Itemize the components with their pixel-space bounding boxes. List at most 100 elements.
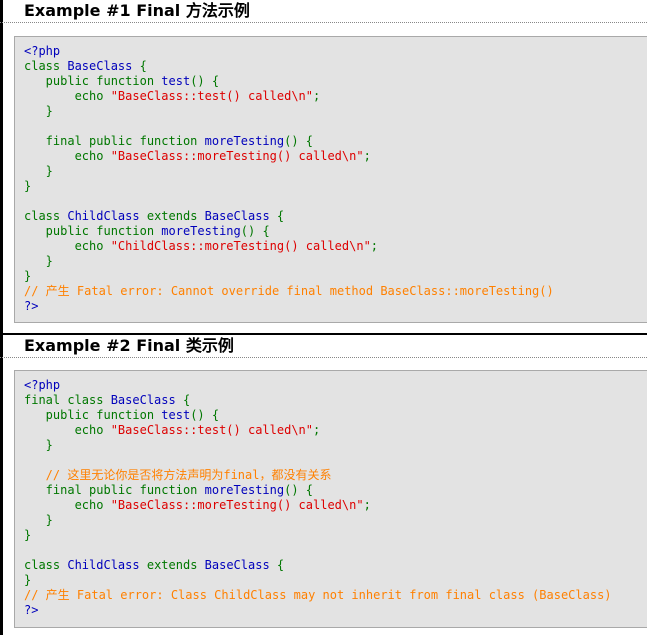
- code-token: moreTesting: [161, 224, 241, 238]
- code-line: // 产生 Fatal error: Cannot override final…: [24, 284, 554, 299]
- code-token: public function: [24, 224, 162, 238]
- code-token: <?php: [24, 378, 61, 392]
- code-token: ;: [313, 89, 321, 103]
- code-token: class: [24, 558, 68, 572]
- code-token: ?>: [24, 299, 39, 313]
- code-token: }: [24, 254, 53, 268]
- code-token: }: [24, 269, 32, 283]
- code-token: }: [24, 438, 53, 452]
- code-line: echo "BaseClass::moreTesting() called\n"…: [24, 149, 554, 164]
- example-header: Example #1 Final 方法示例: [0, 0, 647, 23]
- code-line: public function moreTesting() {: [24, 224, 554, 239]
- code-token: echo: [24, 89, 111, 103]
- code-line: // 这里无论你是否将方法声明为final，都没有关系: [24, 468, 612, 483]
- code-token: {: [139, 59, 147, 73]
- code-line: echo "BaseClass::moreTesting() called\n"…: [24, 498, 612, 513]
- code-token: test: [161, 74, 191, 88]
- code-line: }: [24, 513, 612, 528]
- code-line: final class BaseClass {: [24, 393, 612, 408]
- section-divider: [0, 333, 647, 335]
- code-line: ?>: [24, 299, 554, 314]
- code-token: ChildClass: [67, 209, 147, 223]
- code-token: }: [24, 104, 53, 118]
- example-header: Example #2 Final 类示例: [0, 335, 647, 358]
- code-token: ;: [370, 239, 379, 253]
- code-token: echo: [24, 239, 111, 253]
- code-token: () {: [190, 74, 220, 88]
- example-title: Example #2 Final 类示例: [24, 336, 234, 355]
- code-token: ;: [313, 423, 321, 437]
- code-token: "BaseClass::moreTesting() called\n": [110, 149, 364, 163]
- code-token: extends: [146, 209, 205, 223]
- code-line: }: [24, 573, 612, 588]
- code-token: // 这里无论你是否将方法声明为final，都没有关系: [24, 468, 332, 482]
- code-token: final public function: [24, 134, 205, 148]
- code-line: final public function moreTesting() {: [24, 134, 554, 149]
- code-token: () {: [190, 408, 220, 422]
- code-token: public function: [24, 74, 162, 88]
- code-line: echo "ChildClass::moreTesting() called\n…: [24, 239, 554, 254]
- code-token: () {: [284, 483, 314, 497]
- code-token: extends: [146, 558, 205, 572]
- code-token: }: [24, 164, 53, 178]
- example-title: Example #1 Final 方法示例: [24, 1, 250, 20]
- code-token: }: [24, 513, 53, 527]
- code-token: <?php: [24, 44, 61, 58]
- code-token: echo: [24, 149, 111, 163]
- code-token: "BaseClass::test() called\n": [110, 423, 313, 437]
- code-line: // 产生 Fatal error: Class ChildClass may …: [24, 588, 612, 603]
- code-token: echo: [24, 498, 111, 512]
- code-token: BaseClass: [67, 59, 140, 73]
- code-token: public function: [24, 408, 162, 422]
- code-line: [24, 453, 612, 468]
- code-token: () {: [284, 134, 314, 148]
- code-token: ;: [363, 149, 371, 163]
- code-token: }: [24, 573, 32, 587]
- code-token: // 产生 Fatal error: Cannot override final…: [24, 284, 554, 298]
- code-line: }: [24, 269, 554, 284]
- code-token: test: [161, 408, 191, 422]
- code-token: {: [276, 558, 285, 572]
- code-line: <?php: [24, 44, 554, 59]
- code-token: }: [24, 528, 32, 542]
- code-line: class BaseClass {: [24, 59, 554, 74]
- code-line: [24, 119, 554, 134]
- code-token: echo: [24, 423, 111, 437]
- code-line: }: [24, 164, 554, 179]
- code-token: final public function: [24, 483, 205, 497]
- code-token: {: [182, 393, 191, 407]
- code-line: }: [24, 254, 554, 269]
- code-token: class: [24, 59, 68, 73]
- code-line: }: [24, 528, 612, 543]
- code-line: echo "BaseClass::test() called\n";: [24, 89, 554, 104]
- code-token: moreTesting: [204, 483, 285, 497]
- code-token: BaseClass: [110, 393, 183, 407]
- code-token: "BaseClass::test() called\n": [110, 89, 313, 103]
- code-line: ?>: [24, 603, 612, 618]
- code-line: [24, 543, 612, 558]
- code-line: final public function moreTesting() {: [24, 483, 612, 498]
- code-line: }: [24, 179, 554, 194]
- code-token: ChildClass: [67, 558, 147, 572]
- code-token: BaseClass: [204, 209, 277, 223]
- left-border: [0, 0, 3, 333]
- code-line: class ChildClass extends BaseClass {: [24, 558, 612, 573]
- code-token: moreTesting: [204, 134, 285, 148]
- code-line: public function test() {: [24, 408, 612, 423]
- code-token: ;: [363, 498, 371, 512]
- code-line: }: [24, 438, 612, 453]
- code-line: <?php: [24, 378, 612, 393]
- left-border: [0, 333, 3, 635]
- code-token: }: [24, 179, 32, 193]
- code-token: "BaseClass::moreTesting() called\n": [110, 498, 364, 512]
- code-token: () {: [240, 224, 270, 238]
- code-line: class ChildClass extends BaseClass {: [24, 209, 554, 224]
- code-token: "ChildClass::moreTesting() called\n": [110, 239, 371, 253]
- code-token: ?>: [24, 603, 39, 617]
- code-token: {: [276, 209, 285, 223]
- code-token: final class: [24, 393, 111, 407]
